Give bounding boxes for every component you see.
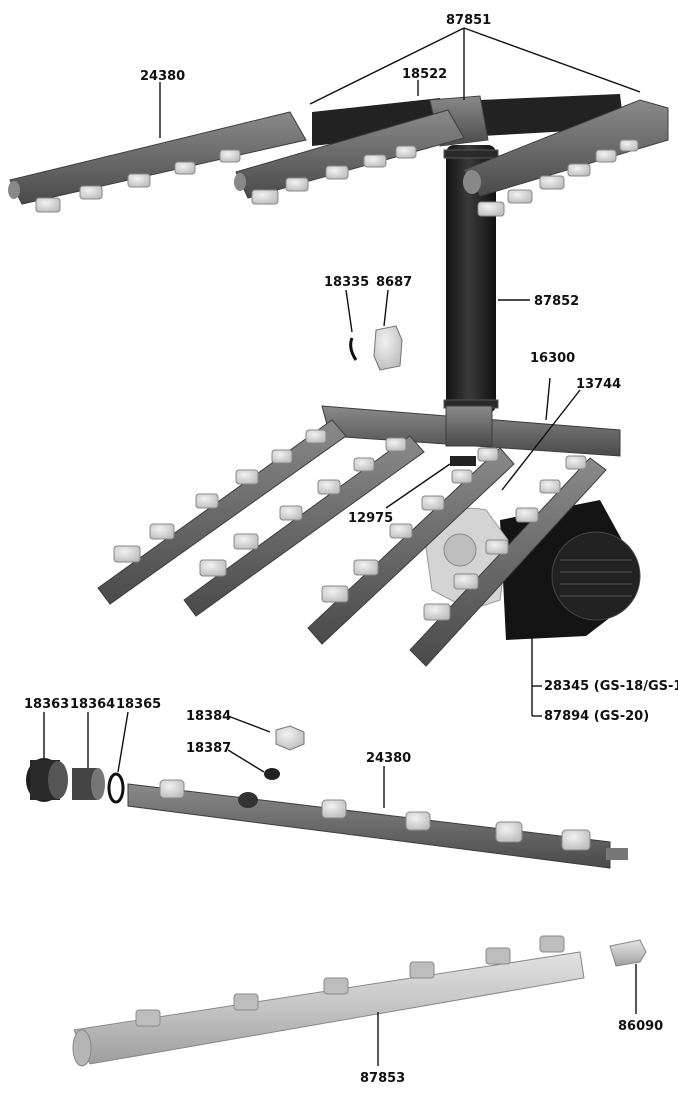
label-18363: 18363 [24, 697, 69, 712]
lower-manifold-3 [307, 447, 515, 645]
manifold-exploded-part [127, 779, 628, 869]
plug-small-part [264, 768, 280, 780]
label-18387: 18387 [186, 741, 231, 756]
label-18522: 18522 [402, 67, 447, 82]
manifold-light-part [72, 935, 585, 1067]
upper-manifold-middle [234, 109, 465, 205]
washer-part [349, 337, 358, 361]
label-18365: 18365 [116, 697, 161, 712]
label-8687: 8687 [376, 275, 412, 290]
label-86090: 86090 [618, 1019, 663, 1034]
label-18384: 18384 [186, 709, 231, 724]
label-24380-exploded: 24380 [366, 751, 411, 766]
exploded-parts [26, 725, 647, 1067]
adapter-part [72, 768, 105, 800]
cap-part [26, 758, 68, 802]
label-87852: 87852 [534, 294, 579, 309]
loose-parts-mid [349, 325, 403, 371]
nut-part [373, 325, 403, 371]
label-24380-upper: 24380 [140, 69, 185, 84]
upper-manifold-right [463, 99, 669, 217]
label-16300: 16300 [530, 351, 575, 366]
upper-manifold-left [8, 111, 307, 213]
label-87853: 87853 [360, 1071, 405, 1086]
top-spray-assembly [8, 94, 669, 413]
label-87894: 87894 (GS-20) [544, 709, 649, 724]
leader-lines [43, 27, 641, 1066]
oring-part [107, 772, 125, 804]
label-18364: 18364 [70, 697, 115, 712]
lower-manifold-2 [183, 435, 425, 617]
part-labels: 87851 24380 18522 87852 18335 8687 16300… [24, 13, 678, 1086]
lower-manifold-1 [97, 419, 347, 605]
label-87851: 87851 [446, 13, 491, 28]
lower-manifold-4 [409, 455, 607, 667]
label-28345: 28345 (GS-18/GS-19) [544, 679, 678, 694]
label-13744: 13744 [576, 377, 621, 392]
end-fitting-part [609, 939, 647, 967]
pump-fitting-part [450, 456, 476, 466]
label-18335: 18335 [324, 275, 369, 290]
plug-part [275, 725, 305, 751]
lower-spray-assembly [97, 405, 641, 667]
label-12975: 12975 [348, 511, 393, 526]
